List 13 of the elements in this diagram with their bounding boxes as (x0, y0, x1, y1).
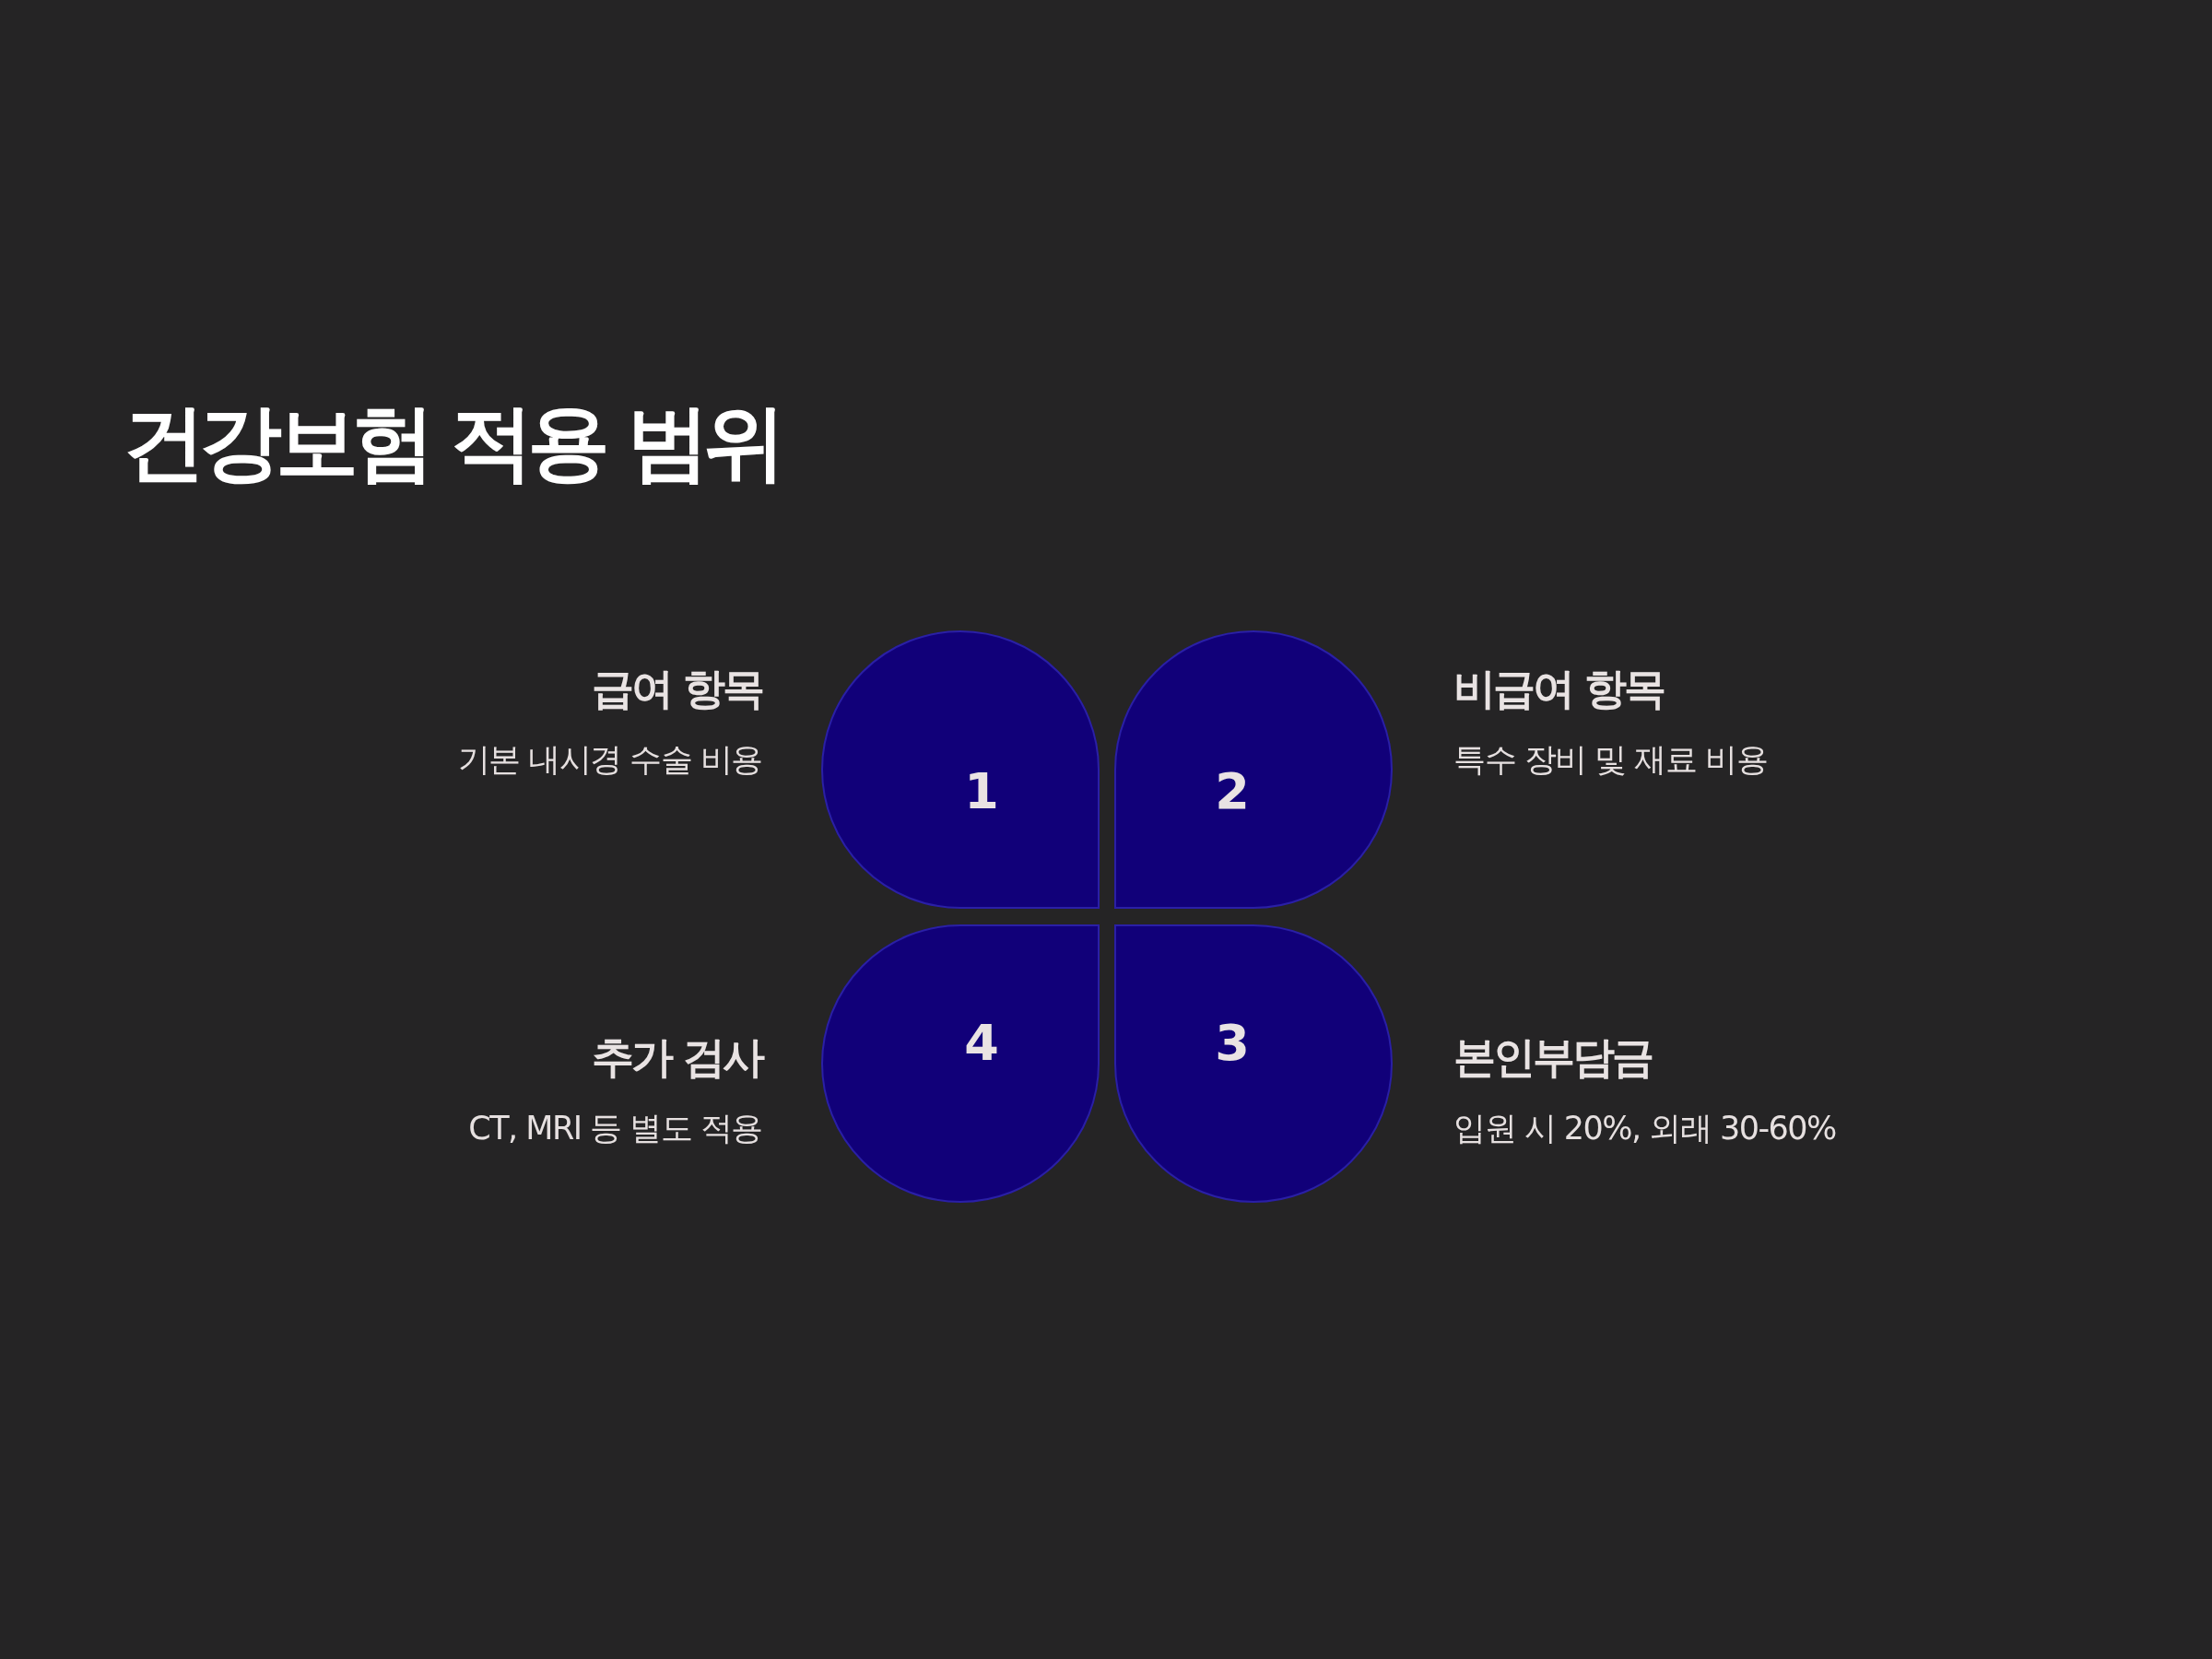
item-description: 특수 장비 및 재료 비용 (1453, 740, 1767, 780)
step-number: 3 (1215, 1018, 1250, 1068)
step-number: 4 (964, 1018, 999, 1068)
item-heading: 추가 검사 (592, 1032, 762, 1084)
item-description: CT, MRI 등 별도 적용 (468, 1109, 762, 1148)
item-heading: 급여 항목 (592, 664, 762, 715)
item-description: 기본 내시경 수술 비용 (457, 740, 762, 780)
item-heading: 본인부담금 (1453, 1032, 1652, 1084)
step-number: 2 (1215, 767, 1250, 817)
item-description: 입원 시 20%, 외래 30-60% (1453, 1109, 1836, 1148)
item-heading: 비급여 항목 (1453, 664, 1664, 715)
step-number: 1 (964, 767, 999, 817)
slide-title: 건강보험 적용 범위 (123, 396, 780, 488)
